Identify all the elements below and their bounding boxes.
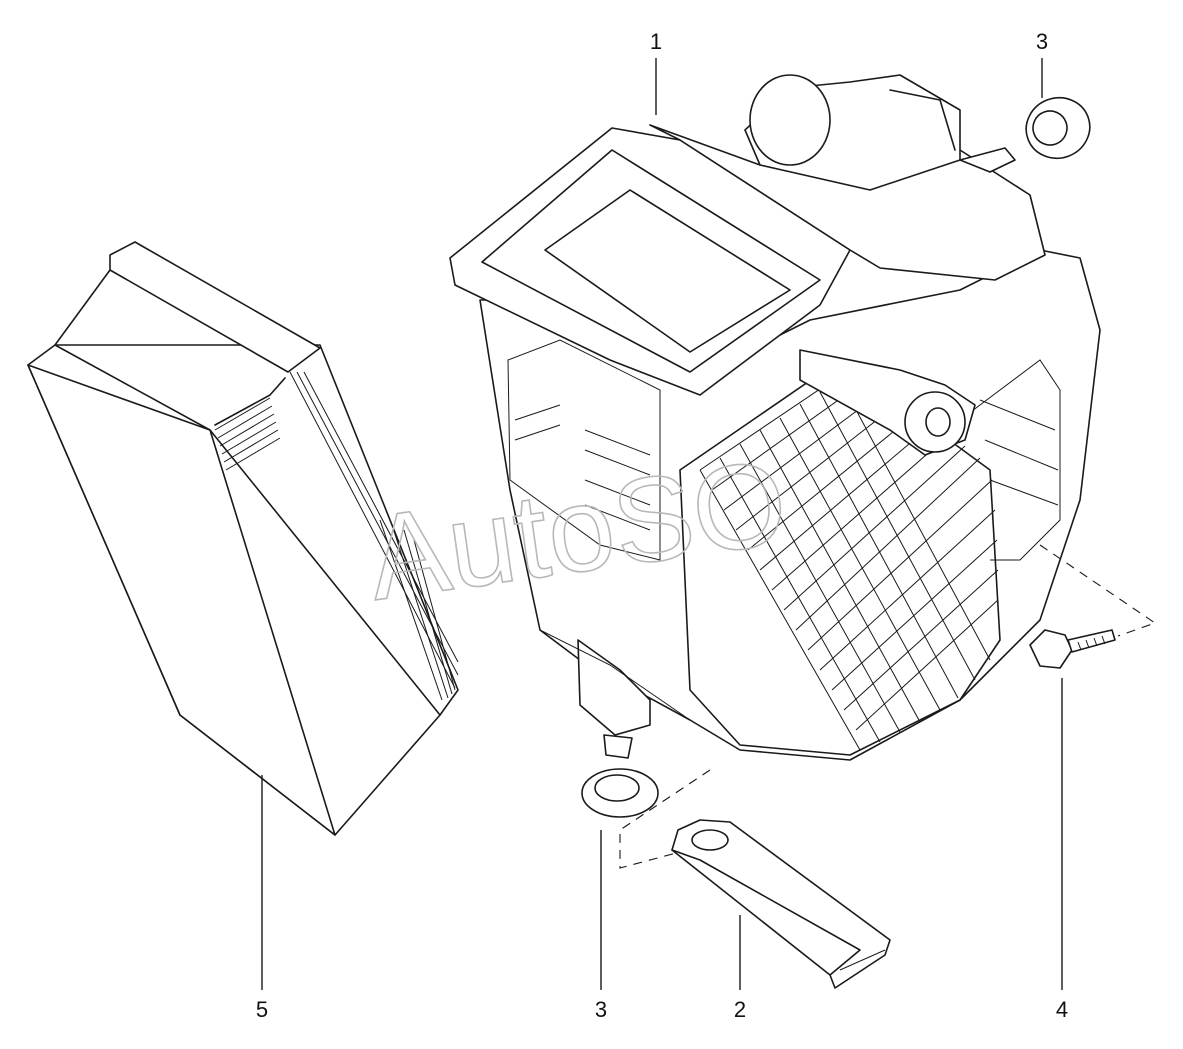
callout-2: 2	[734, 997, 746, 1022]
air-box-housing	[449, 74, 1101, 761]
assembly-line-grommet	[619, 769, 711, 869]
callout-3-top: 3	[1036, 29, 1048, 54]
mounting-bolt	[1029, 629, 1116, 669]
mounting-strap	[671, 819, 891, 989]
assembly-line-bolt	[1039, 544, 1157, 637]
callout-5: 5	[256, 997, 268, 1022]
grommet-bottom	[581, 768, 659, 818]
callout-1: 1	[650, 29, 662, 54]
grommet-top	[1025, 96, 1091, 160]
callout-3-bottom: 3	[595, 997, 607, 1022]
callout-4: 4	[1056, 997, 1068, 1022]
air-filter-element	[27, 241, 459, 836]
